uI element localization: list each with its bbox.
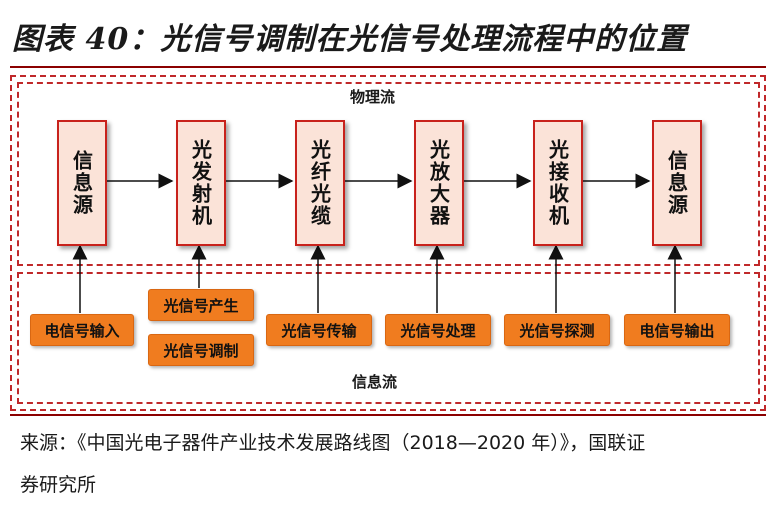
- source-note-line2: 券研究所: [20, 474, 97, 496]
- source-note-line1: 来源：《中国光电子器件产业技术发展路线图（2018—2020 年）》，国联证: [20, 432, 646, 454]
- signal-optical-detection: 光信号探测: [504, 314, 610, 346]
- info-flow-label: 信息流: [352, 373, 398, 391]
- signal-electrical-input: 电信号输入: [30, 314, 134, 346]
- signal-optical-transmission: 光信号传输: [266, 314, 372, 346]
- title-divider: [10, 66, 766, 68]
- node-optical-amplifier: 光放大器: [414, 120, 464, 246]
- node-information-source: 信息源: [57, 120, 107, 246]
- signal-optical-processing: 光信号处理: [385, 314, 491, 346]
- physical-flow-label: 物理流: [350, 88, 396, 106]
- signal-optical-modulation: 光信号调制: [148, 334, 254, 366]
- node-optical-transmitter: 光发射机: [176, 120, 226, 246]
- node-optical-fiber-cable: 光纤光缆: [295, 120, 345, 246]
- diagram-frame: [10, 75, 766, 411]
- node-information-sink: 信息源: [652, 120, 702, 246]
- info-flow-region: [17, 272, 760, 404]
- node-optical-receiver: 光接收机: [533, 120, 583, 246]
- signal-electrical-output: 电信号输出: [624, 314, 730, 346]
- signal-optical-generation: 光信号产生: [148, 289, 254, 321]
- bottom-divider: [10, 414, 766, 416]
- figure-title: 图表 40：光信号调制在光信号处理流程中的位置: [12, 22, 688, 57]
- physical-flow-region: [17, 82, 760, 266]
